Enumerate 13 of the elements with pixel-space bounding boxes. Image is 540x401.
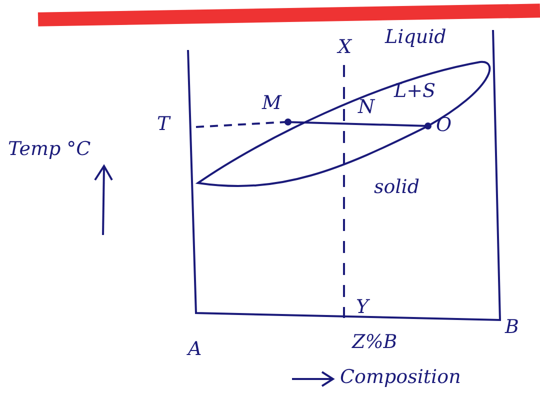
axis-label: A <box>188 340 202 359</box>
point-label: N <box>358 98 375 117</box>
axis-label: T <box>157 115 170 134</box>
region-label: solid <box>374 178 420 197</box>
axis-title: Temp °C <box>8 140 91 159</box>
region-label: L+S <box>394 82 436 101</box>
axis-label: X <box>338 38 352 57</box>
point-label: M <box>262 94 282 113</box>
axis-label: B <box>505 318 519 337</box>
axis-title: Composition <box>340 368 461 387</box>
region-label: Liquid <box>385 28 446 47</box>
point-label: Y <box>356 298 369 317</box>
axis-label: Z%B <box>352 333 398 352</box>
